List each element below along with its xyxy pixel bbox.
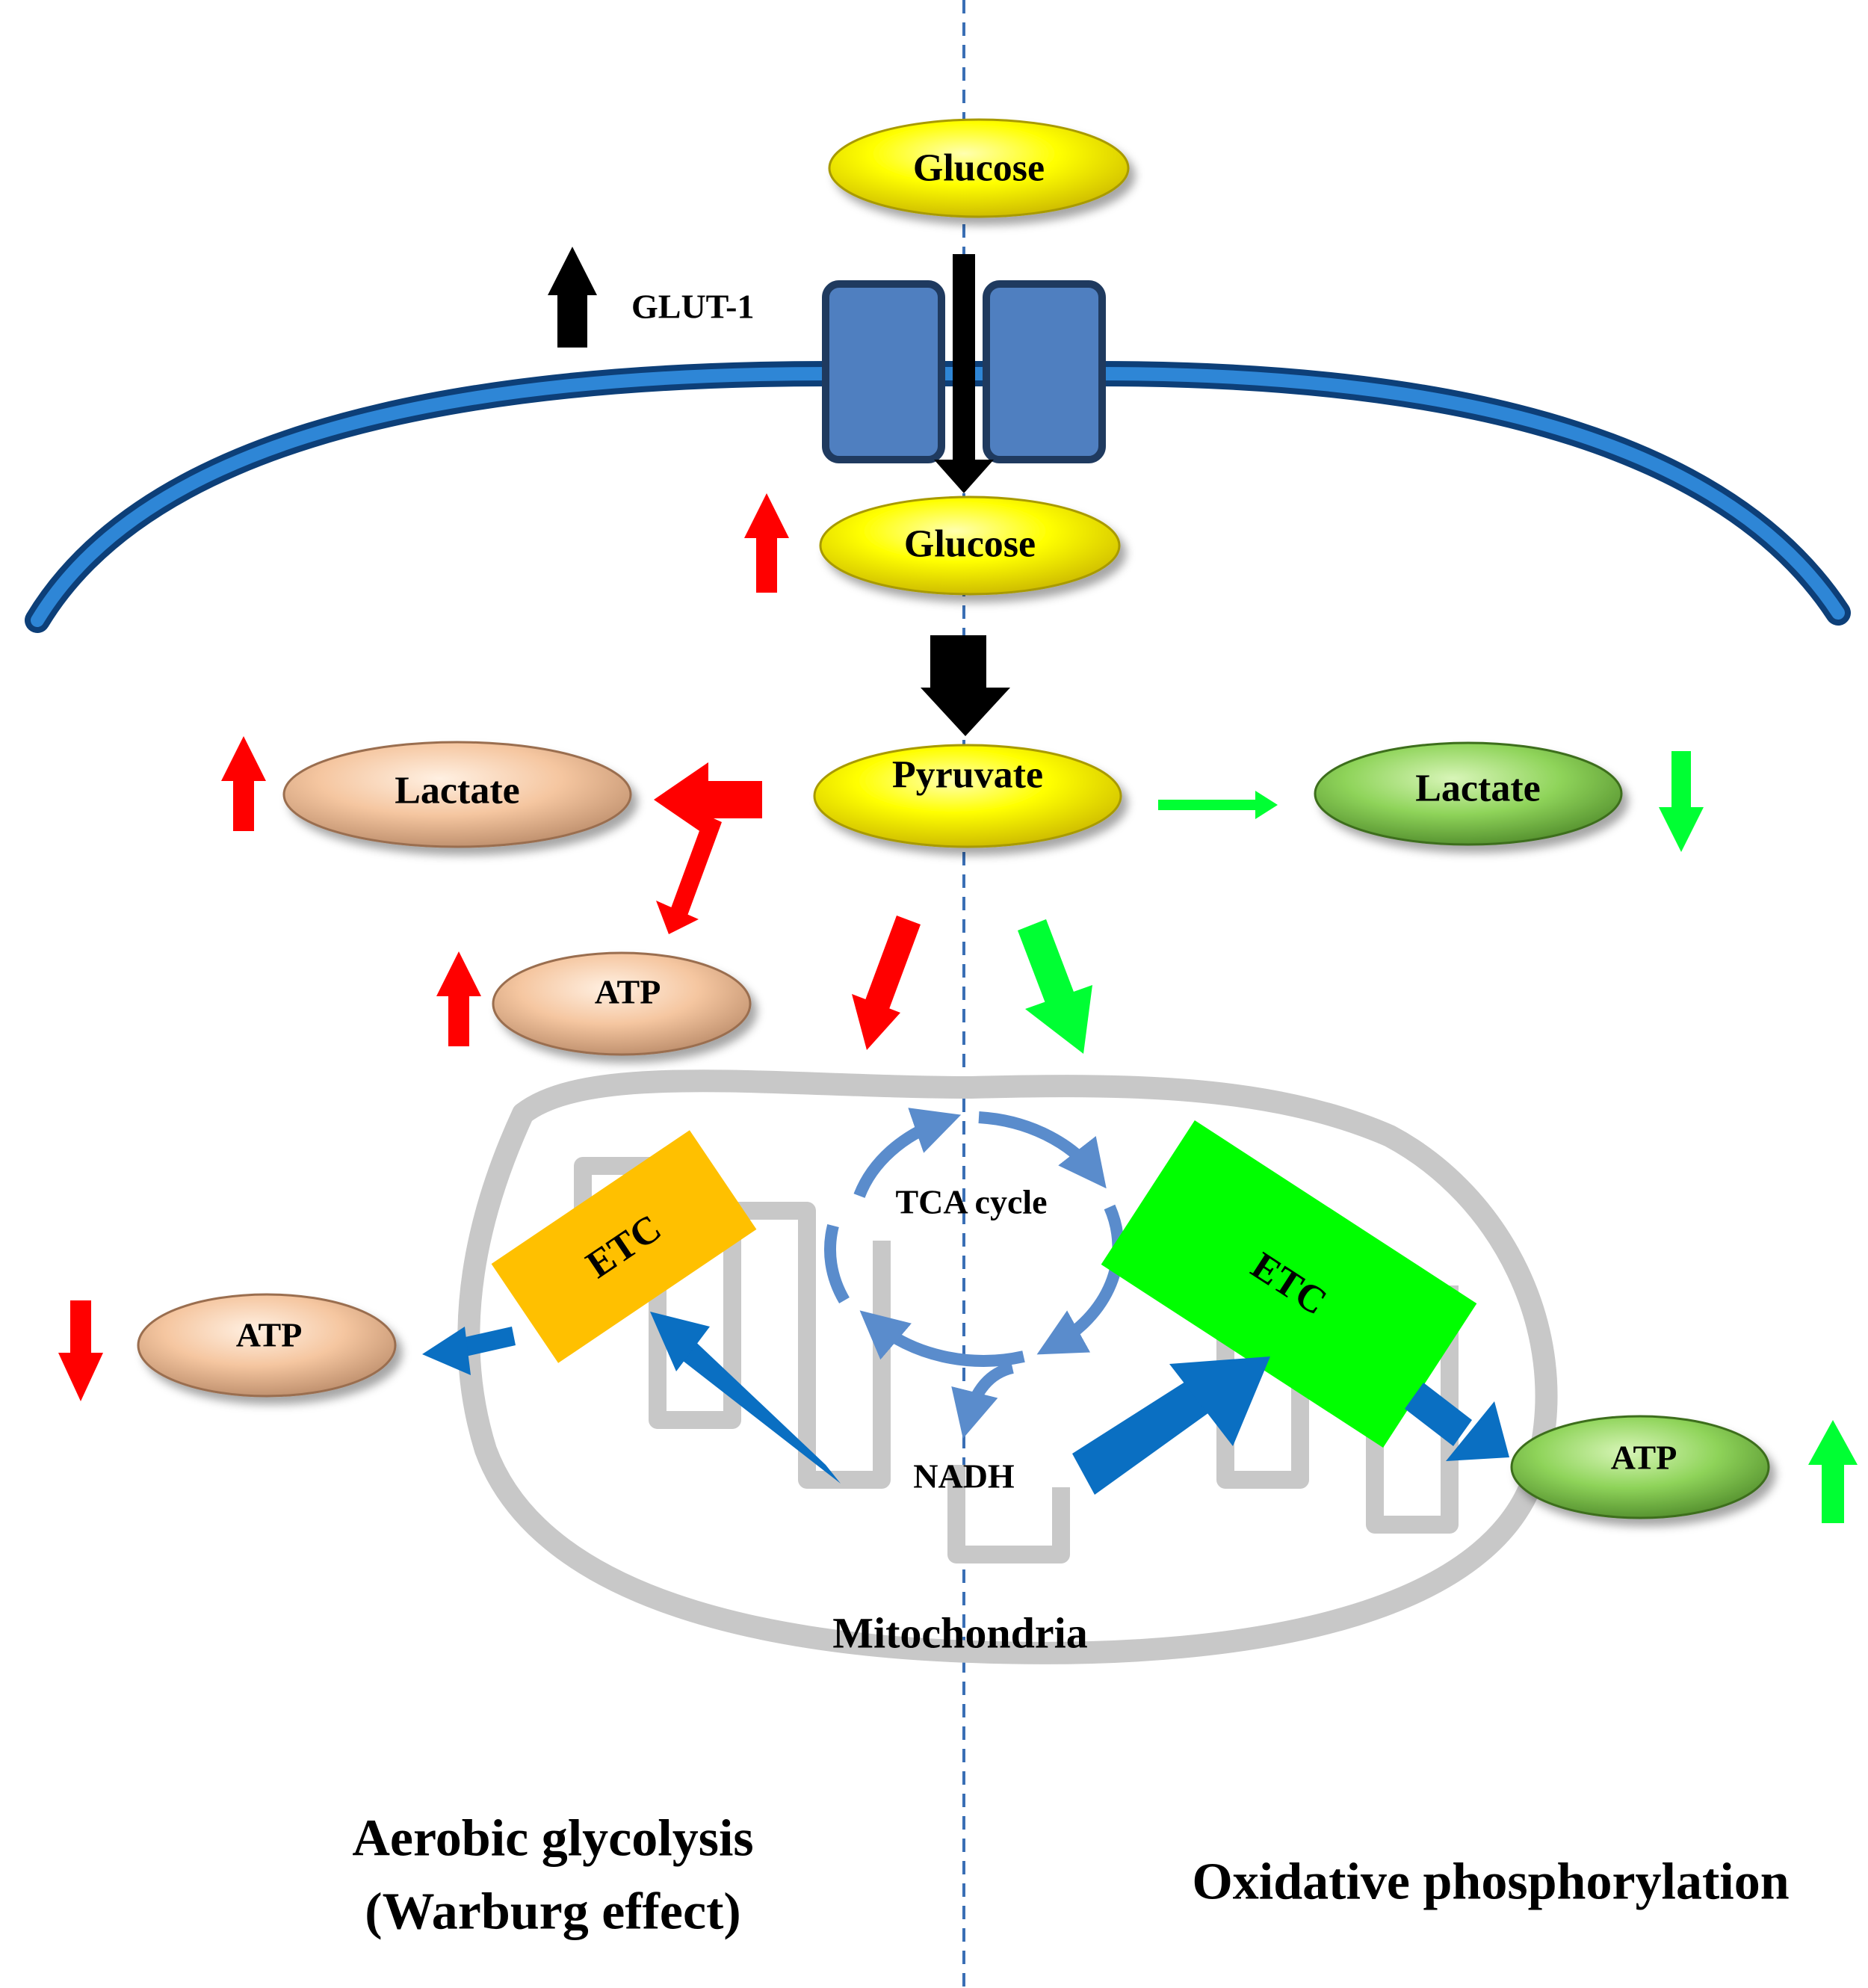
etc-left-box: ETC [491,1130,757,1363]
pyruvate-to-lactate-right-arrow [1158,791,1278,819]
atp-left-node [137,1293,397,1398]
pyruvate-label: Pyruvate [892,754,1043,797]
atp-right-increase-arrow [1808,1420,1858,1523]
aerobic-glycolysis-label: Aerobic glycolysis [352,1810,753,1868]
glucose-inside-label: Glucose [904,523,1036,566]
lactate-left-label: Lactate [395,770,519,812]
green-mito-entry-arrow [1018,919,1092,1054]
glut1-transporter-left [822,280,945,463]
lactate-right-label: Lactate [1415,768,1540,810]
glut1-transporter-right [983,280,1106,463]
etc-right-to-atp-arrow [1405,1383,1509,1461]
atp-left-label: ATP [236,1316,303,1354]
glut1-increase-arrow [548,247,597,348]
glucose-inside-node [819,496,1121,596]
tca-cycle-label: TCA cycle [895,1183,1047,1221]
etc-right-box: ETC [1101,1120,1477,1448]
oxidative-phosphorylation-label: Oxidative phosphorylation [1192,1853,1789,1911]
warburg-effect-label: (Warburg effect) [365,1883,740,1941]
red-mito-entry-arrow [852,916,921,1050]
atp-right-node [1510,1415,1770,1519]
pyruvate-to-lactate-arrow [654,762,762,837]
atp-right-label: ATP [1611,1439,1677,1477]
glucose-transport-arrow [934,254,994,493]
glucose-outside-node [828,118,1130,218]
etc-left-to-atp-arrow [422,1327,516,1375]
nadh-to-etc-left-arrow [650,1312,841,1484]
atp-glycolysis-increase-arrow [436,951,481,1046]
glucose-outside-label: Glucose [913,147,1045,190]
lactate-left-node [282,741,632,848]
tca-cycle-arrows [824,1108,1125,1439]
nadh-label: NADH [913,1457,1015,1495]
pyruvate-node [813,744,1122,848]
atp-left-decrease-arrow [58,1300,103,1401]
glucose-increase-arrow [744,493,789,593]
atp-glycolysis-node [492,951,752,1056]
atp-glycolysis-label: ATP [595,973,661,1011]
nadh-to-etc-right-arrow [1072,1356,1270,1495]
lactate-left-increase-arrow [221,736,266,831]
mitochondria-label: Mitochondria [832,1609,1088,1658]
glut1-label: GLUT-1 [631,288,754,326]
lactate-right-node [1314,741,1623,846]
lactate-right-decrease-arrow [1659,751,1704,852]
pyruvate-to-atp-arrow [656,815,722,934]
glycolysis-arrow [921,635,1010,736]
